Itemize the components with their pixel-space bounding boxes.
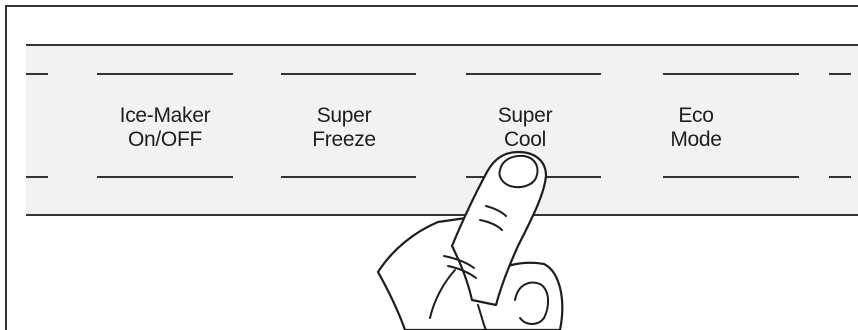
pointing-hand-icon [0, 0, 858, 330]
